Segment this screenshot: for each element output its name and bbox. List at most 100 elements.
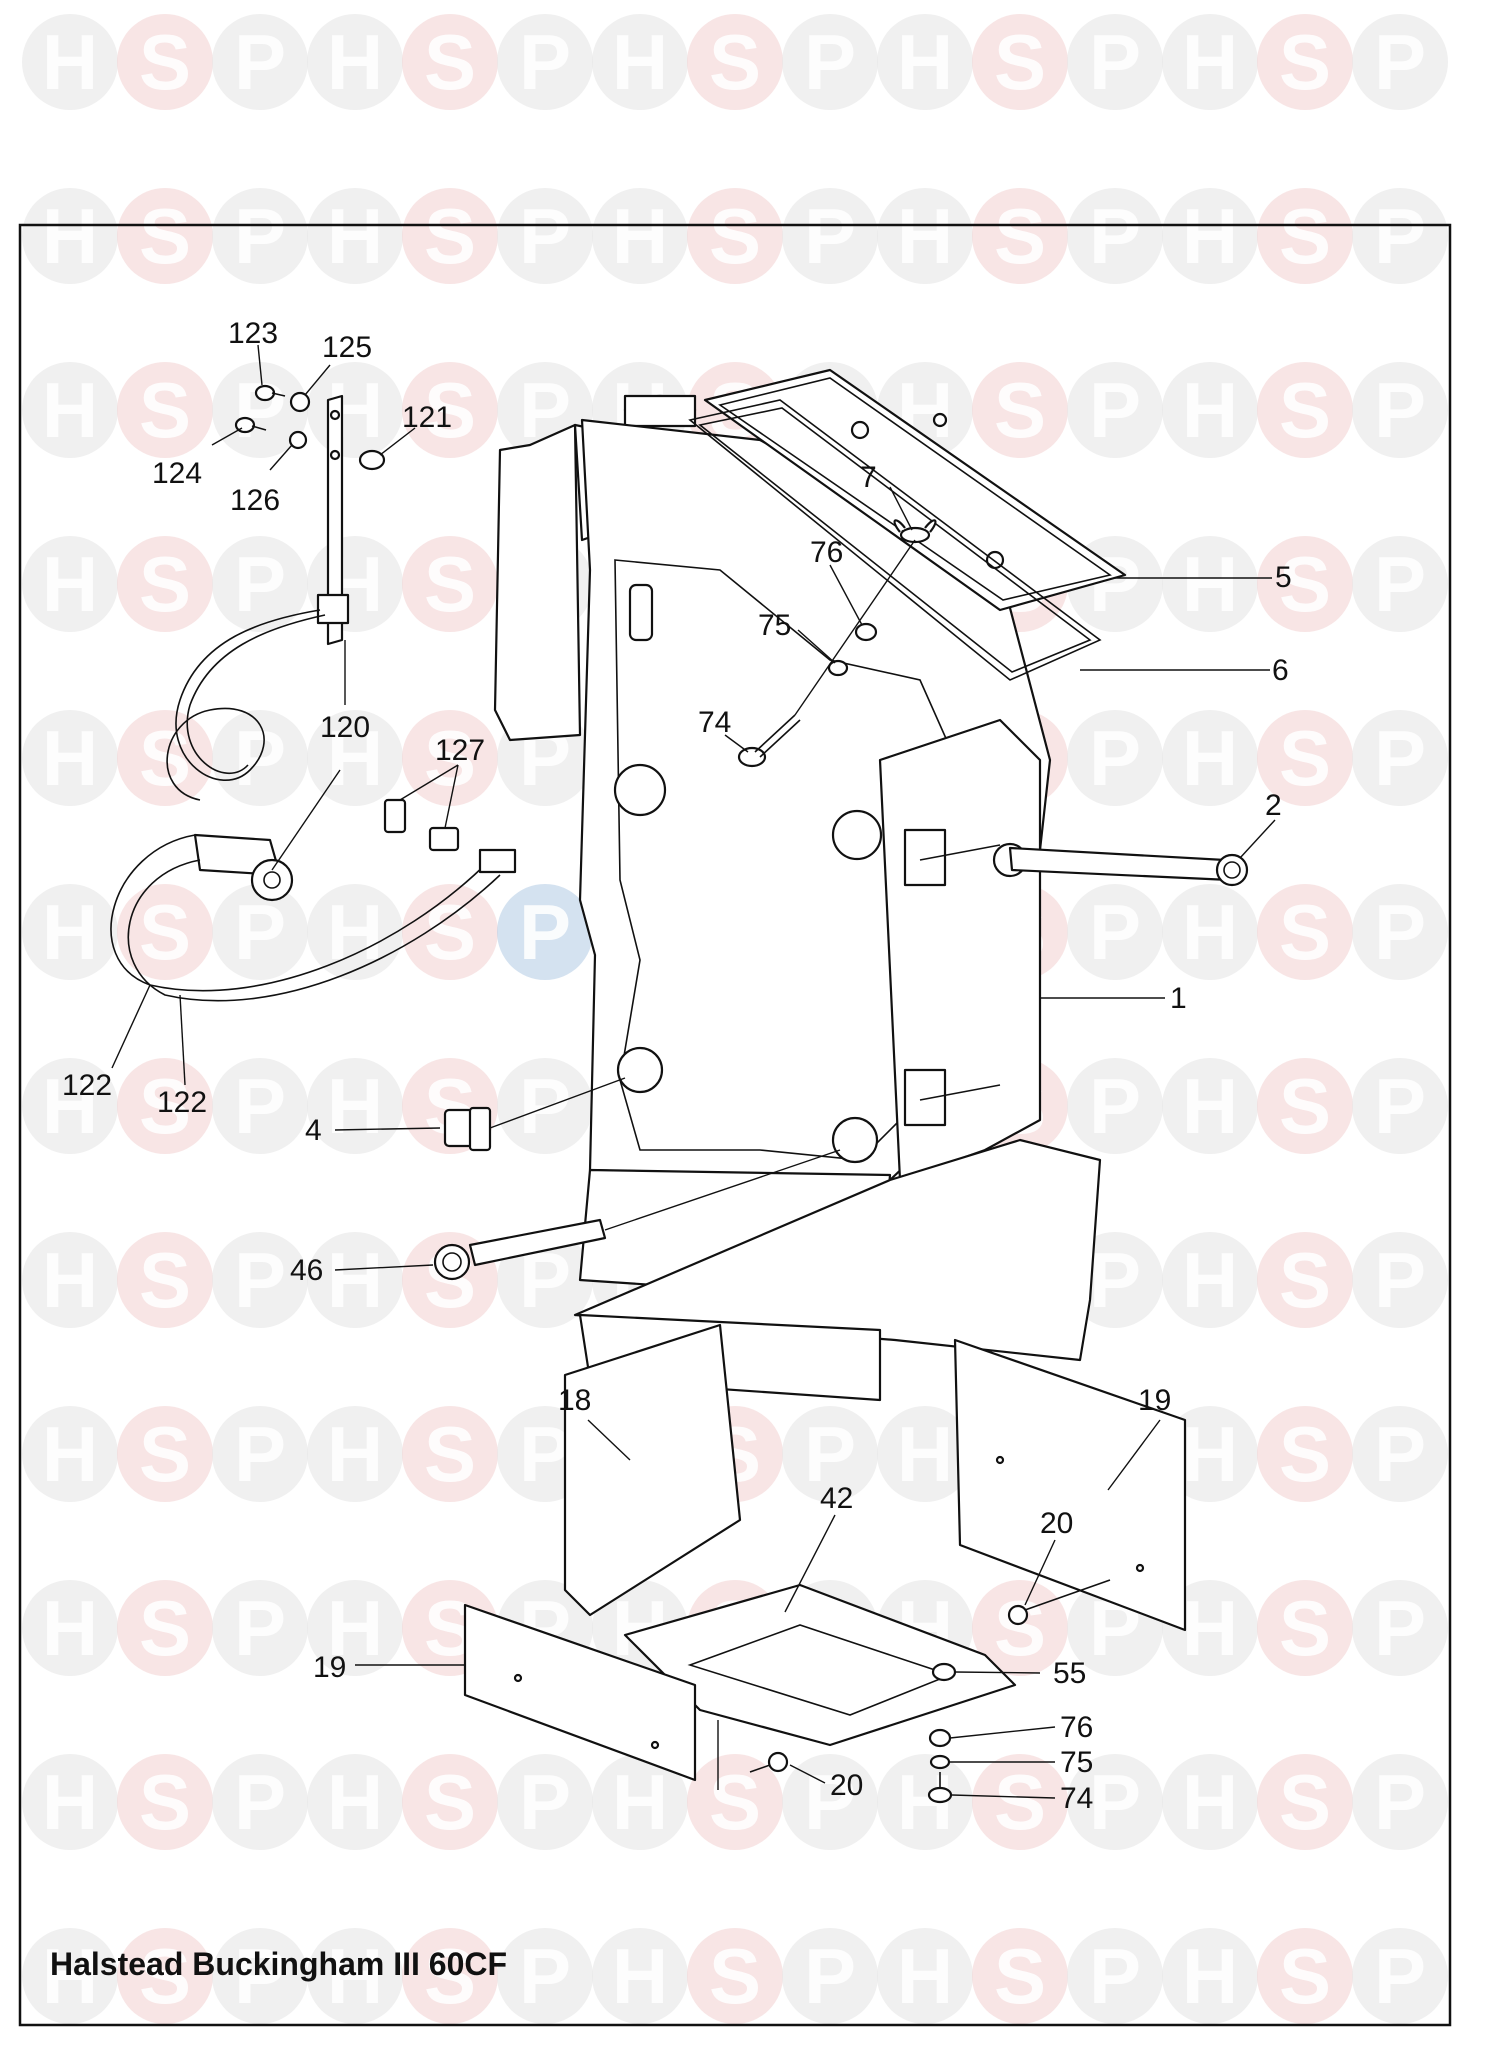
watermark-letter: S [424, 18, 476, 106]
watermark-circle [1257, 710, 1353, 806]
watermark-letter: H [42, 888, 98, 976]
watermark-circle [22, 1580, 118, 1676]
watermark-letter: H [897, 1932, 953, 2020]
watermark-circle [117, 1232, 213, 1328]
watermark-circle [782, 1406, 878, 1502]
watermark-circle [687, 14, 783, 110]
watermark-circle [1352, 1406, 1448, 1502]
watermark-circle [1257, 14, 1353, 110]
watermark-circle [212, 1754, 308, 1850]
watermark-letter: P [234, 366, 286, 454]
watermark-circle [212, 14, 308, 110]
watermark-circle [1257, 1928, 1353, 2024]
watermark-circle [972, 188, 1068, 284]
callout-120: 120 [320, 711, 370, 744]
watermark-circle [687, 188, 783, 284]
watermark-circle [1162, 14, 1258, 110]
watermark-letter: H [1182, 888, 1238, 976]
watermark-circle [402, 710, 498, 806]
watermark-circle [117, 884, 213, 980]
watermark-circle [117, 1580, 213, 1676]
panel-19-right [953, 1338, 1187, 1632]
watermark-letter: S [139, 1932, 191, 2020]
watermark-circle [497, 1058, 593, 1154]
watermark-letter: H [42, 366, 98, 454]
watermark-circle [1352, 1058, 1448, 1154]
watermark-letter: P [1089, 1932, 1141, 2020]
watermark-letter: H [327, 1584, 383, 1672]
watermark-circle [22, 536, 118, 632]
watermark-letter: S [139, 192, 191, 280]
watermark-letter: H [1182, 1758, 1238, 1846]
watermark-circle [402, 14, 498, 110]
watermark-letter: S [139, 366, 191, 454]
watermark-letter: S [1279, 540, 1331, 628]
watermark-circle [212, 1232, 308, 1328]
watermark-letter: P [1374, 1236, 1426, 1324]
watermark-circle [1162, 710, 1258, 806]
watermark-circle [1067, 1058, 1163, 1154]
watermark-letter: H [42, 1758, 98, 1846]
watermark-letter: S [709, 192, 761, 280]
watermark-letter: P [1374, 1410, 1426, 1498]
watermark-letter: S [139, 1758, 191, 1846]
watermark-letter: H [327, 1236, 383, 1324]
watermark-letter: S [709, 18, 761, 106]
watermark-circle [1352, 1754, 1448, 1850]
watermark-letter: P [234, 1236, 286, 1324]
watermark-letter: S [139, 1236, 191, 1324]
watermark-letter: S [139, 540, 191, 628]
callout-5: 5 [1275, 561, 1292, 594]
nut-55 [931, 1662, 957, 1682]
nut-76-top [854, 622, 878, 642]
watermark-letter: S [994, 1758, 1046, 1846]
watermark-letter: P [1089, 888, 1141, 976]
watermark-circle [592, 188, 688, 284]
watermark-letter: H [42, 1410, 98, 1498]
washer-75-top [827, 659, 849, 677]
watermark-circle [22, 1232, 118, 1328]
watermark-letter: P [1089, 366, 1141, 454]
watermark-letter: P [234, 18, 286, 106]
watermark-circle [117, 536, 213, 632]
watermark-letter: H [1182, 714, 1238, 802]
watermark-circle [117, 1406, 213, 1502]
watermark-circle [592, 1754, 688, 1850]
watermark-letter: P [1089, 1758, 1141, 1846]
watermark-letter: S [139, 1062, 191, 1150]
plug-4 [443, 1106, 492, 1152]
callout-1: 1 [1170, 982, 1187, 1015]
watermark-circle [1257, 1580, 1353, 1676]
base-tray-42 [623, 1583, 1017, 1747]
watermark-letter: H [42, 714, 98, 802]
watermark-circle [1257, 188, 1353, 284]
watermark-letter: H [1182, 192, 1238, 280]
thermostat-capillary [166, 609, 326, 801]
watermark-letter: S [1279, 192, 1331, 280]
watermark-letter: H [1182, 1932, 1238, 2020]
washer-75-lower [929, 1754, 951, 1770]
nut-125 [289, 391, 311, 413]
watermark-circle [782, 14, 878, 110]
watermark-letter: P [519, 1410, 571, 1498]
watermark-letter: P [1089, 18, 1141, 106]
watermark-circle [402, 1928, 498, 2024]
callout-20-left: 20 [830, 1769, 863, 1802]
pipe-46 [433, 1218, 607, 1281]
watermark-letter: S [424, 1932, 476, 2020]
watermark-letter: P [234, 888, 286, 976]
boiler-body [493, 394, 1102, 1402]
watermark-letter: S [1279, 888, 1331, 976]
watermark-circle [1162, 362, 1258, 458]
watermark-letter: H [327, 1932, 383, 2020]
watermark-circle [307, 1580, 403, 1676]
callout-127: 127 [435, 734, 485, 767]
watermark-circle [1162, 188, 1258, 284]
watermark-circle [1257, 1406, 1353, 1502]
watermark-letter: S [139, 714, 191, 802]
watermark-letter: S [994, 366, 1046, 454]
watermark-circle [1257, 884, 1353, 980]
callout-20-right: 20 [1040, 1507, 1073, 1540]
diagram-frame [18, 223, 1452, 2027]
watermark-letter: H [1182, 540, 1238, 628]
